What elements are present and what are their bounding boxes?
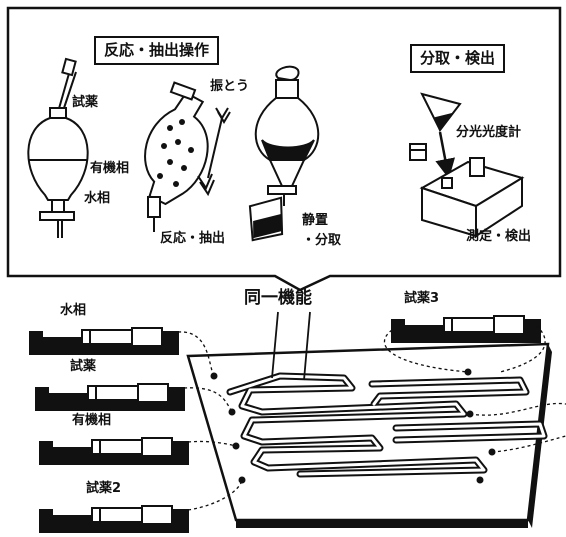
bubbles xyxy=(157,119,194,187)
label-shaking: 振とう xyxy=(210,79,250,94)
reaction-title: 反応・抽出操作 xyxy=(94,36,220,65)
label-same-function: 同一機能 xyxy=(244,288,312,308)
label-fractionation: ・分取 xyxy=(302,233,342,248)
standing-funnel-icon xyxy=(248,65,320,242)
label-aqueous-phase: 水相 xyxy=(84,191,111,206)
same-function-pointer xyxy=(271,311,311,381)
syringe-pump-reagent2 xyxy=(39,505,189,533)
pump-label-reagent3: 試薬3 xyxy=(404,291,440,306)
microchannel-inner xyxy=(228,374,546,476)
pump-label-reagent2: 試薬2 xyxy=(86,481,122,496)
label-reagent: 試薬 xyxy=(72,95,99,110)
label-spectrophotometer: 分光光度計 xyxy=(456,125,522,140)
label-standing: 静置 xyxy=(302,213,329,228)
syringe-pump-reagent xyxy=(35,383,185,411)
cuvette-icon xyxy=(420,92,462,133)
label-organic-phase: 有機相 xyxy=(90,161,130,176)
fractionation-title: 分取・検出 xyxy=(410,44,506,73)
syringe-pump-organic xyxy=(39,437,189,465)
label-reaction-extraction: 反応・抽出 xyxy=(160,231,226,246)
separatory-funnel-icon xyxy=(27,57,89,238)
spectrophotometer-icon xyxy=(419,157,525,238)
pump-label-aqueous: 水相 xyxy=(60,303,87,318)
pump-label-reagent: 試薬 xyxy=(70,359,97,374)
syringe-pump-aqueous xyxy=(29,327,179,355)
cell-icon xyxy=(409,143,427,161)
label-measurement-detection: 測定・検出 xyxy=(466,229,532,244)
syringe-pump-reagent3 xyxy=(391,315,541,343)
transfer-arrow-icon xyxy=(435,131,456,179)
pump-label-organic: 有機相 xyxy=(72,413,112,428)
tubing xyxy=(177,321,566,511)
shaking-arrow-icon xyxy=(197,107,231,197)
